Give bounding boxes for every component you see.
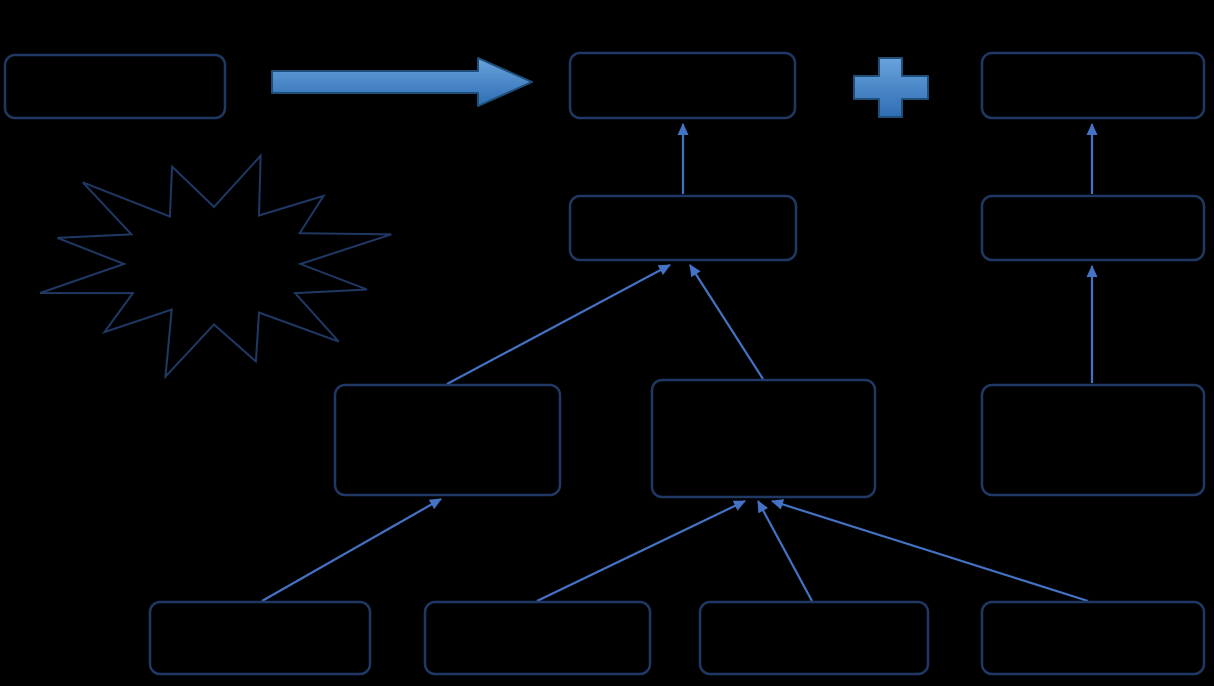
connector-lowerleft-to-midmiddle (446, 264, 671, 385)
box-mid-middle (568, 194, 798, 262)
explosion-starburst-shape (39, 153, 392, 380)
box-bottom-1 (148, 600, 372, 676)
connector-bottom4-to-lowermiddle (771, 499, 1089, 603)
connector-lowermiddle-to-midmiddle (689, 264, 764, 380)
connector-bottom2-to-lowermiddle (536, 500, 746, 602)
box-mid-right (980, 194, 1206, 262)
box-bottom-3 (698, 600, 930, 676)
connector-bottom1-to-lowerleft (261, 498, 442, 602)
connector-bottom3-to-lowermiddle (757, 500, 813, 602)
right-block-arrow (271, 57, 533, 107)
box-lower-left (333, 383, 562, 497)
box-group (3, 51, 1206, 676)
connector-group (261, 123, 1098, 603)
box-top-right (980, 51, 1206, 120)
box-lower-middle (650, 378, 877, 499)
box-top-middle (568, 51, 797, 120)
box-bottom-4 (980, 600, 1206, 676)
box-lower-right (980, 383, 1206, 497)
box-top-left (3, 53, 227, 120)
plus-icon (853, 57, 929, 118)
box-bottom-2 (423, 600, 652, 676)
